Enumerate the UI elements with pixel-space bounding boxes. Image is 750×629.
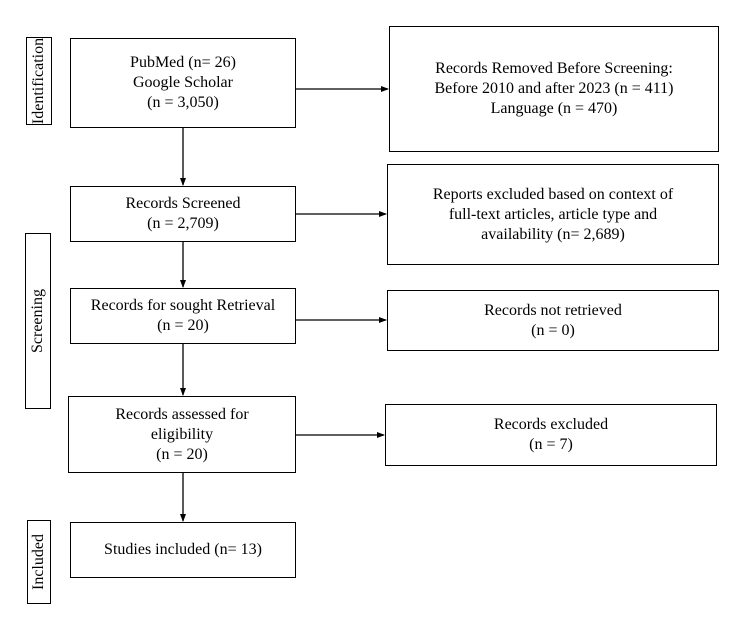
records-screened-line-2: (n = 2,709) [147, 215, 219, 232]
sources-line-2: Google Scholar [133, 74, 233, 91]
records-excluded-line-2: (n = 7) [529, 436, 573, 453]
sources-line-1: PubMed (n= 26) [130, 54, 236, 71]
records-screened-box: Records Screened (n = 2,709) [70, 186, 296, 242]
assessed-eligibility-line-1: Records assessed for [115, 405, 249, 423]
studies-included-box: Studies included (n= 13) [70, 522, 296, 578]
studies-included-line-1: Studies included (n= 13) [104, 541, 262, 558]
reports-excluded-line-3: availability (n= 2,689) [481, 225, 625, 243]
reports-excluded-line-2: full-text articles, article type and [448, 205, 658, 223]
included-phase-label: Included [27, 520, 51, 604]
sought-retrieval-line-2: (n = 20) [157, 317, 209, 334]
assessed-eligibility-line-3: (n = 20) [156, 445, 208, 463]
sources-line-3: (n = 3,050) [147, 94, 219, 111]
reports-excluded-line-1: Reports excluded based on context of [432, 185, 674, 203]
records-excluded-line-1: Records excluded [493, 416, 609, 433]
assessed-eligibility-box: Records assessed for eligibility (n = 20… [68, 396, 296, 473]
records-excluded-box: Records excluded (n = 7) [385, 404, 717, 466]
not-retrieved-box: Records not retrieved (n = 0) [387, 290, 719, 351]
identification-phase-label: Identification [26, 37, 52, 125]
reports-excluded-box: Reports excluded based on context of ful… [387, 164, 719, 265]
sources-box: PubMed (n= 26) Google Scholar (n = 3,050… [70, 38, 296, 128]
sought-retrieval-box: Records for sought Retrieval (n = 20) [70, 288, 296, 344]
screening-phase-label: Screening [25, 233, 51, 409]
removed-before-screening-line-3: Language (n = 470) [490, 100, 618, 117]
not-retrieved-line-2: (n = 0) [531, 321, 575, 339]
removed-before-screening-line-2: Before 2010 and after 2023 (n = 411) [434, 80, 674, 97]
removed-before-screening-box: Records Removed Before Screening: Before… [389, 26, 719, 152]
sought-retrieval-line-1: Records for sought Retrieval [90, 297, 276, 314]
not-retrieved-line-1: Records not retrieved [484, 301, 622, 319]
records-screened-line-1: Records Screened [125, 195, 241, 212]
removed-before-screening-line-1: Records Removed Before Screening: [435, 60, 673, 77]
assessed-eligibility-line-2: eligibility [150, 425, 214, 443]
